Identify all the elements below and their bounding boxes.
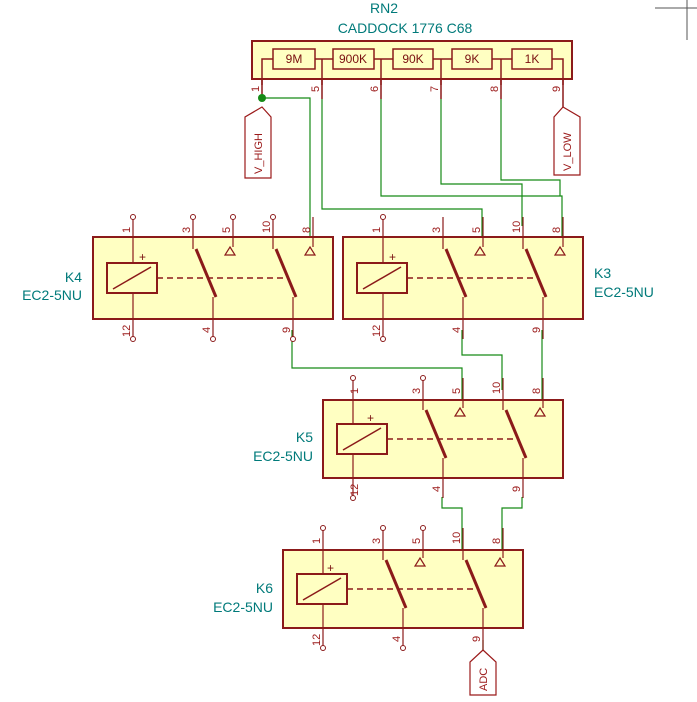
- svg-text:900K: 900K: [339, 52, 367, 66]
- svg-text:12: 12: [121, 325, 133, 337]
- svg-text:1: 1: [311, 538, 323, 544]
- svg-text:3: 3: [181, 227, 193, 233]
- k4-value: EC2-5NU: [22, 287, 82, 303]
- svg-text:9K: 9K: [465, 52, 480, 66]
- k5-value: EC2-5NU: [253, 448, 313, 464]
- svg-text:12: 12: [371, 325, 383, 337]
- svg-text:5: 5: [411, 538, 423, 544]
- resistor-9m: 9M: [272, 48, 316, 70]
- svg-text:90K: 90K: [402, 52, 423, 66]
- svg-text:+: +: [367, 411, 374, 425]
- resistor-90k: 90K: [392, 48, 434, 70]
- rn2-ref: RN2: [370, 0, 398, 16]
- rn2-pin-8: 8: [489, 86, 501, 92]
- svg-text:9: 9: [511, 486, 523, 492]
- svg-text:+: +: [327, 561, 334, 575]
- svg-text:12: 12: [349, 484, 361, 496]
- relay-k5[interactable]: + 1 3 5 10 8 12 4 9: [322, 375, 564, 501]
- svg-text:9: 9: [281, 327, 293, 333]
- svg-text:8: 8: [531, 388, 543, 394]
- rn2-pin-9: 9: [551, 86, 563, 92]
- svg-text:8: 8: [551, 227, 563, 233]
- svg-text:3: 3: [411, 388, 423, 394]
- svg-text:4: 4: [201, 327, 213, 333]
- port-v-high[interactable]: V_HIGH: [244, 106, 272, 179]
- rn2-chain: [261, 58, 564, 85]
- resistor-9k: 9K: [451, 48, 493, 70]
- k3-value: EC2-5NU: [594, 284, 654, 300]
- svg-text:V_LOW: V_LOW: [562, 132, 574, 171]
- svg-text:5: 5: [221, 227, 233, 233]
- svg-text:10: 10: [491, 382, 503, 394]
- svg-text:+: +: [389, 250, 396, 264]
- svg-text:1K: 1K: [525, 52, 540, 66]
- k4-ref: K4: [65, 269, 82, 285]
- sheet-corner-mark: [655, 0, 697, 40]
- svg-text:10: 10: [451, 532, 463, 544]
- svg-text:1: 1: [121, 227, 133, 233]
- svg-text:4: 4: [431, 486, 443, 492]
- relay-k4[interactable]: + 1 3 5 10 8 12 4 9: [92, 214, 334, 342]
- svg-text:10: 10: [511, 221, 523, 233]
- rn2-taps: [321, 59, 502, 85]
- relay-k3[interactable]: + 1 3 5 10 8 12 4 9: [342, 214, 584, 342]
- svg-text:9: 9: [471, 636, 483, 642]
- junction-dot: [258, 94, 266, 102]
- svg-text:5: 5: [451, 388, 463, 394]
- svg-text:1: 1: [371, 227, 383, 233]
- svg-text:4: 4: [451, 327, 463, 333]
- k6-ref: K6: [256, 580, 273, 596]
- svg-text:8: 8: [301, 227, 313, 233]
- resistor-900k: 900K: [332, 48, 375, 70]
- rn2-value: CADDOCK 1776 C68: [338, 20, 473, 36]
- resistor-network-rn2[interactable]: RN2 CADDOCK 1776 C68 9M 900K 90K 9K 1K: [250, 0, 573, 107]
- svg-text:+: +: [139, 250, 146, 264]
- svg-text:9M: 9M: [286, 52, 303, 66]
- k5-ref: K5: [296, 429, 313, 445]
- svg-text:1: 1: [349, 388, 361, 394]
- rn2-pin-5: 5: [310, 86, 322, 92]
- relay-k6[interactable]: + 1 3 5 10 8 12 4 9: [282, 525, 524, 651]
- svg-text:5: 5: [471, 227, 483, 233]
- rn2-pin-6: 6: [369, 86, 381, 92]
- port-adc[interactable]: ADC: [469, 649, 497, 696]
- rn2-pin-7: 7: [429, 86, 441, 92]
- svg-text:3: 3: [371, 538, 383, 544]
- k3-ref: K3: [594, 265, 611, 281]
- svg-text:12: 12: [311, 634, 323, 646]
- k6-value: EC2-5NU: [213, 599, 273, 615]
- svg-text:4: 4: [391, 636, 403, 642]
- resistor-1k: 1K: [511, 48, 553, 70]
- rn2-pin-stubs: [261, 79, 564, 107]
- svg-text:3: 3: [431, 227, 443, 233]
- port-v-low[interactable]: V_LOW: [553, 106, 581, 176]
- wires: [258, 94, 563, 650]
- svg-text:10: 10: [261, 221, 273, 233]
- svg-text:9: 9: [531, 327, 543, 333]
- svg-text:8: 8: [491, 538, 503, 544]
- svg-text:V_HIGH: V_HIGH: [253, 133, 265, 174]
- rn2-pin-1: 1: [250, 86, 262, 92]
- svg-text:ADC: ADC: [478, 668, 490, 691]
